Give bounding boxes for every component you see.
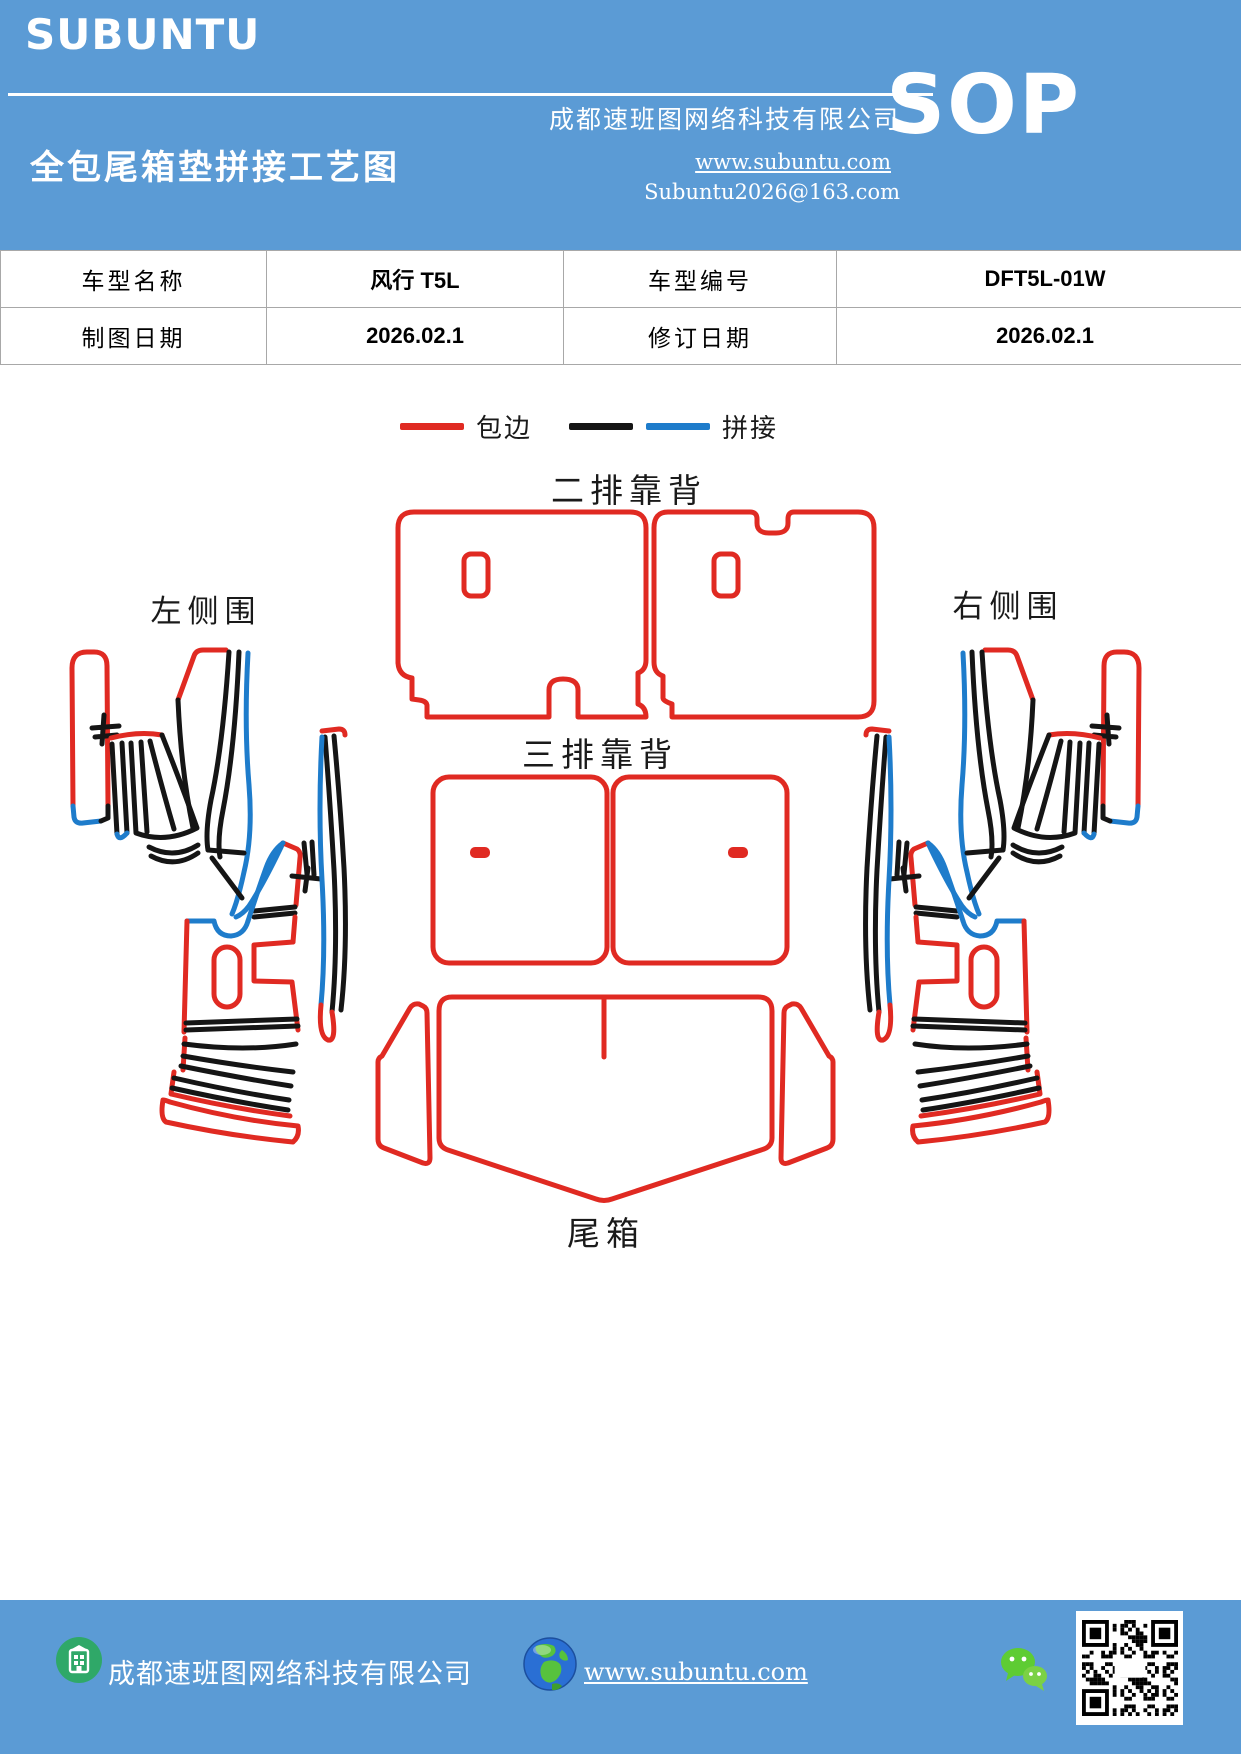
model-name-value: 风行 T5L [266, 250, 564, 308]
header-company-name: 成都速班图网络科技有限公司 [548, 107, 900, 134]
revise-date-label: 修订日期 [563, 307, 837, 365]
qr-center-logo [1114, 1658, 1145, 1678]
third-row-backrest-label: 三排靠背 [522, 736, 678, 773]
legend-stitch-label: 拼接 [722, 412, 779, 443]
qr-code-svg [1081, 1620, 1178, 1716]
right-side-assembly [866, 650, 1139, 1142]
sop-badge: SOP [886, 58, 1081, 153]
qr-code [1076, 1611, 1183, 1725]
brand-logo: SUBUNTU [25, 10, 261, 59]
page-title: 全包尾箱垫拼接工艺图 [30, 149, 400, 187]
legend-stitch-swatch-blue [646, 422, 711, 430]
second-row-left-piece [395, 509, 649, 720]
legend-stitch-swatch-black [569, 422, 634, 430]
qr-modules [1081, 1620, 1178, 1716]
header-divider [8, 93, 933, 96]
trunk-right-wing [778, 1001, 836, 1166]
wechat-icon [1001, 1648, 1047, 1691]
footer-company-name: 成都速班图网络科技有限公司 [108, 1659, 472, 1689]
right-side-label: 右侧围 [953, 589, 1064, 624]
trunk-left-wing [375, 1001, 433, 1166]
trunk-main-piece [436, 994, 775, 1203]
page-header: SUBUNTU 全包尾箱垫拼接工艺图 成都速班图网络科技有限公司 www.sub… [0, 0, 1241, 250]
qr-finder-patterns [1081, 1620, 1178, 1716]
trunk-label: 尾箱 [567, 1215, 645, 1252]
second-row-right-piece [651, 509, 877, 720]
second-row-backrest-label: 二排靠背 [551, 472, 707, 509]
model-name-label: 车型名称 [0, 250, 267, 308]
third-row-left-piece [430, 774, 610, 966]
legend-binding-label: 包边 [476, 412, 533, 443]
revise-date-value: 2026.02.1 [836, 307, 1241, 365]
model-code-label: 车型编号 [563, 250, 837, 308]
header-email: Subuntu2026@163.com [644, 180, 900, 204]
page-footer: 成都速班图网络科技有限公司 www.subuntu.com [0, 1600, 1241, 1754]
globe-icon [523, 1637, 577, 1691]
legend-binding-swatch [400, 422, 464, 430]
draw-date-value: 2026.02.1 [266, 307, 564, 365]
header-website-link[interactable]: www.subuntu.com [695, 150, 891, 174]
left-side-label: 左侧围 [151, 594, 262, 629]
legend: 包边 拼接 [400, 406, 778, 446]
draw-date-label: 制图日期 [0, 307, 267, 365]
table-row: 制图日期 2026.02.1 修订日期 2026.02.1 [0, 307, 1241, 365]
footer-website-link[interactable]: www.subuntu.com [584, 1658, 808, 1686]
left-side-assembly [72, 650, 345, 1142]
third-row-right-piece [610, 774, 790, 966]
building-icon [56, 1637, 102, 1683]
vehicle-info-table: 车型名称 风行 T5L 车型编号 DFT5L-01W 制图日期 2026.02.… [0, 250, 1241, 365]
